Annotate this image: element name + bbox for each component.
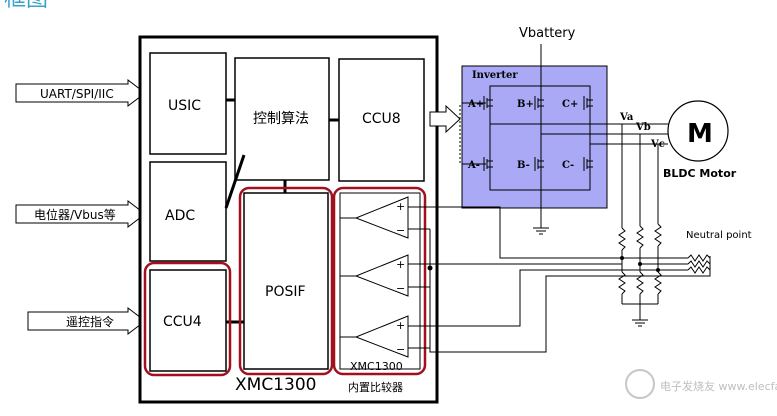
switch-a-plus-label: A+ bbox=[467, 99, 484, 110]
comparator-1: + − bbox=[354, 196, 409, 239]
pot-label: 电位器/Vbus等 bbox=[34, 207, 116, 222]
posif-label: POSIF bbox=[265, 284, 306, 300]
ccu4-label: CCU4 bbox=[163, 314, 202, 330]
uart-input-arrow: UART/SPI/IIC bbox=[15, 78, 146, 108]
switch-b-minus-label: B- bbox=[517, 160, 530, 171]
mcu-name: XMC1300 bbox=[235, 375, 316, 395]
phase-vb-label: Vb bbox=[635, 122, 651, 133]
svg-text:−: − bbox=[396, 343, 405, 356]
highlight-frames bbox=[143, 186, 427, 377]
motor-symbol: M bbox=[687, 119, 713, 149]
sense-lines bbox=[429, 206, 711, 353]
ground-icon bbox=[533, 227, 549, 235]
posif-block bbox=[243, 192, 329, 370]
remote-input-arrow: 遥控指令 bbox=[27, 306, 146, 336]
adc-block bbox=[149, 161, 227, 262]
svg-text:+: + bbox=[396, 319, 405, 332]
comparator-block bbox=[339, 192, 421, 370]
comparator-2: + − bbox=[354, 254, 409, 297]
top-title: 框图 bbox=[4, 0, 48, 12]
switch-c-minus-label: C- bbox=[562, 160, 574, 171]
inverter-wiring bbox=[462, 66, 668, 228]
usic-block bbox=[149, 52, 227, 155]
watermark-logo-icon bbox=[625, 369, 655, 399]
pwm-output-arrow bbox=[429, 104, 461, 165]
control-algorithm-label: 控制算法 bbox=[253, 111, 309, 127]
switch-b-plus-label: B+ bbox=[517, 99, 534, 110]
motor-icon bbox=[667, 100, 729, 162]
switch-c-plus-label: C+ bbox=[562, 99, 578, 110]
comparator-junction bbox=[427, 265, 433, 271]
watermark-text: 电子发烧友 www.elecfans.com bbox=[660, 379, 777, 393]
inverter-title: Inverter bbox=[472, 70, 518, 81]
ccu4-block bbox=[149, 269, 227, 372]
divider-ground-icon bbox=[632, 319, 648, 327]
motor-name: BLDC Motor bbox=[663, 167, 737, 180]
ccu8-block bbox=[338, 58, 425, 182]
inverter-box bbox=[461, 65, 608, 209]
ccu4-highlight bbox=[143, 261, 232, 377]
svg-text:+: + bbox=[396, 258, 405, 271]
svg-text:−: − bbox=[396, 282, 405, 295]
neutral-point-label: Neutral point bbox=[686, 230, 752, 241]
uart-label: UART/SPI/IIC bbox=[40, 87, 114, 101]
posif-highlight bbox=[238, 186, 334, 376]
usic-label: USIC bbox=[168, 98, 201, 114]
watermark: 电子发烧友 www.elecfans.com bbox=[625, 369, 777, 399]
svg-text:+: + bbox=[396, 200, 405, 213]
svg-text:−: − bbox=[396, 224, 405, 237]
divider-network bbox=[618, 124, 711, 320]
phase-vc-label: Vc bbox=[650, 139, 665, 150]
ccu8-label: CCU8 bbox=[362, 111, 401, 127]
comparator-3: + − bbox=[354, 315, 409, 358]
adc-label: ADC bbox=[165, 208, 195, 224]
phase-va-label: Va bbox=[619, 112, 634, 123]
comparator-highlight bbox=[332, 186, 427, 376]
comparator-wiring bbox=[340, 206, 440, 349]
remote-label: 遥控指令 bbox=[66, 314, 114, 329]
comparator-chip-label: XMC1300 bbox=[350, 360, 403, 373]
battery-label: Vbattery bbox=[519, 26, 576, 41]
switch-a-minus-label: A- bbox=[467, 160, 480, 171]
pot-input-arrow: 电位器/Vbus等 bbox=[15, 199, 146, 229]
transistor-switches bbox=[483, 96, 593, 171]
comparator-label: 内置比较器 bbox=[348, 380, 403, 394]
